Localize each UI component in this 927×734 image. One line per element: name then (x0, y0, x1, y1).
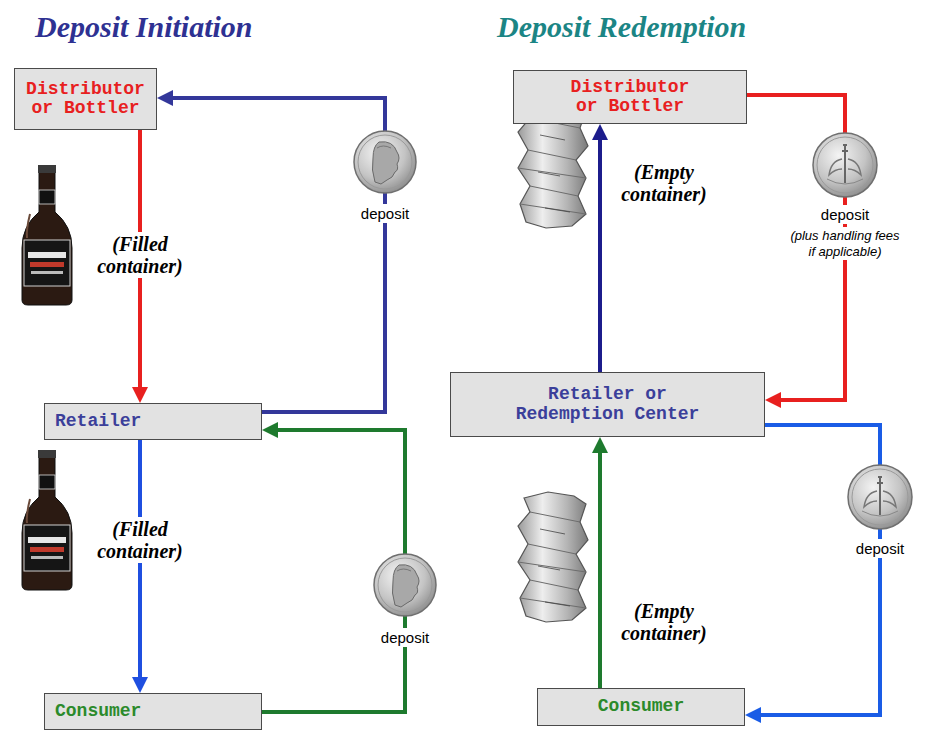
panel-heading: Deposit Redemption (497, 10, 746, 44)
fee-note: (plus handling fees if applicable) (784, 227, 906, 260)
dime-picture (374, 554, 436, 616)
bottle-picture (22, 450, 72, 590)
dime-picture (354, 131, 416, 193)
flow-arrow (167, 98, 385, 412)
dime-picture (813, 133, 877, 197)
party-name: Consumer (55, 702, 141, 721)
party-box: Consumer (44, 693, 262, 730)
party-name: Retailer or Redemption Center (508, 385, 708, 424)
deposit-label: deposit (818, 205, 872, 224)
container-label: (Empty container) (606, 599, 722, 645)
party-name: Consumer (598, 697, 684, 716)
deposit-label: deposit (358, 204, 412, 223)
party-box: Distributor or Bottler (513, 70, 747, 124)
party-box: Retailer (44, 403, 262, 440)
party-name: Distributor or Bottler (25, 80, 146, 119)
container-label: (Filled container) (84, 517, 196, 563)
container-label: (Filled container) (84, 232, 196, 278)
dime-picture (848, 465, 912, 529)
flow-arrow (598, 134, 602, 372)
crushed-can-picture (518, 492, 588, 622)
deposit-label: deposit (853, 539, 907, 558)
party-box: Distributor or Bottler (14, 68, 157, 130)
deposit-label: deposit (378, 628, 432, 647)
container-label: (Empty container) (606, 160, 722, 206)
party-box: Retailer or Redemption Center (450, 372, 765, 437)
flow-arrow (755, 425, 880, 715)
party-name: Retailer (55, 412, 141, 431)
party-name: Distributor or Bottler (565, 78, 695, 117)
bottle-picture (22, 165, 72, 305)
party-box: Consumer (537, 688, 745, 726)
panel-heading: Deposit Initiation (35, 10, 253, 44)
flow-arrow (598, 447, 602, 688)
